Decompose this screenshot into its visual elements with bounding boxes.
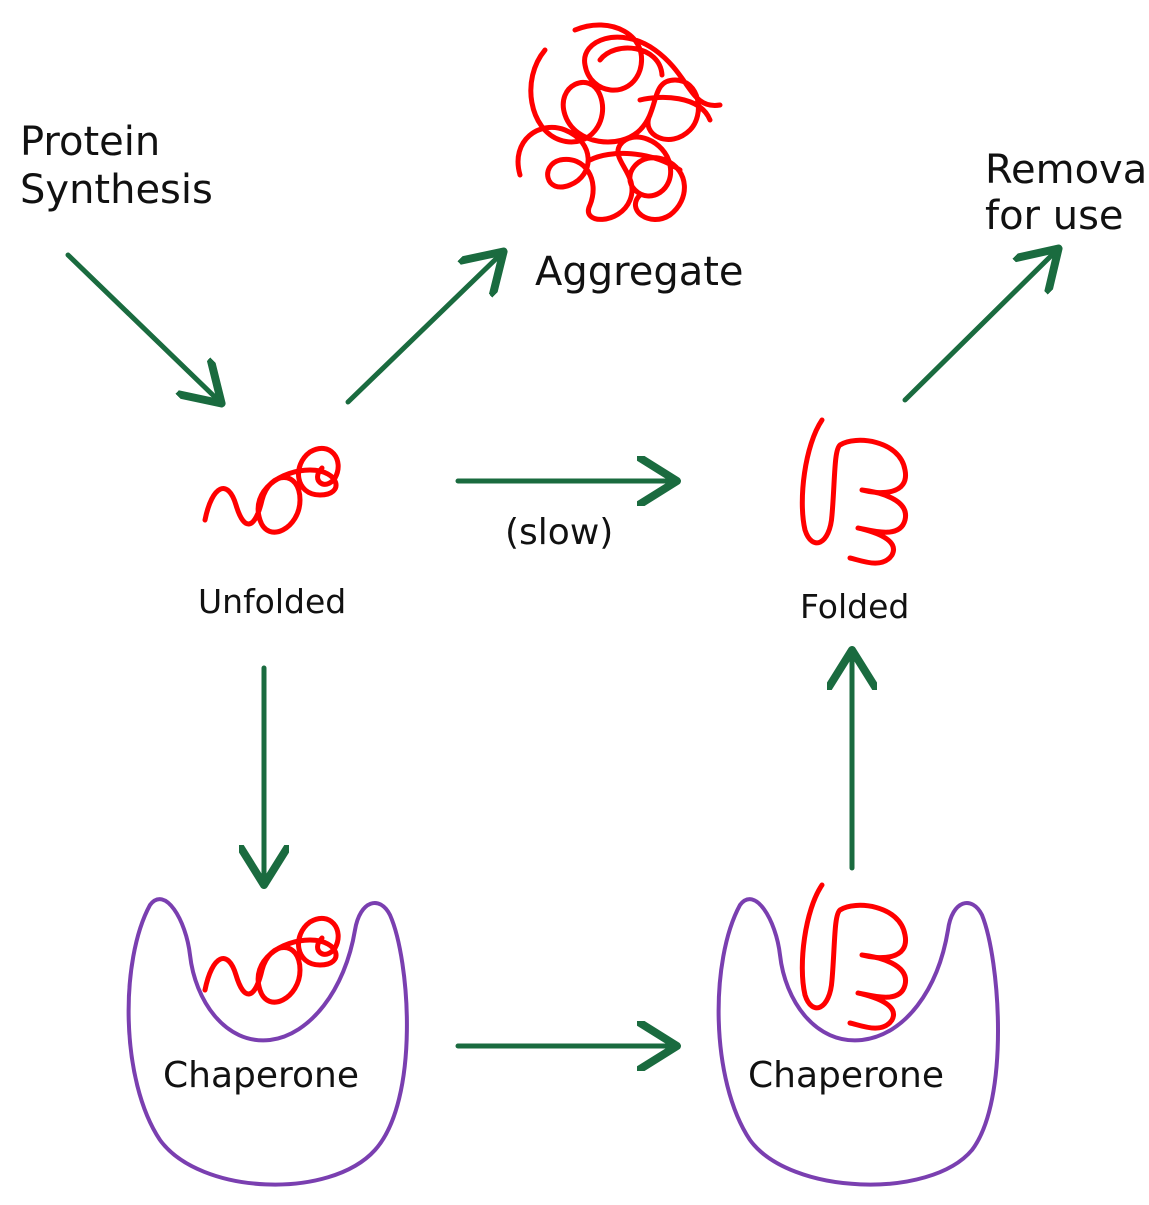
arrow-unfolded-to-aggregate	[345, 255, 500, 405]
chaperone-left-protein-strand	[202, 915, 341, 1005]
unfolded-protein-strand	[202, 445, 341, 535]
label-unfolded: Unfolded	[198, 582, 347, 621]
label-protein-synthesis: Protein Synthesis	[20, 122, 213, 210]
label-removal-for-use: Removal for use	[985, 150, 1149, 236]
label-folded: Folded	[800, 587, 910, 626]
label-removal-line2: for use	[985, 193, 1124, 239]
chaperone-right-protein-strand	[799, 882, 908, 1031]
arrow-synthesis-to-unfolded	[65, 252, 218, 400]
label-protein-synthesis-line2: Synthesis	[20, 167, 213, 213]
label-removal-line1: Removal	[985, 147, 1149, 193]
chaperone-right-shape	[716, 897, 1000, 1187]
label-slow: (slow)	[505, 512, 614, 553]
label-chaperone-right: Chaperone	[748, 1055, 945, 1096]
label-chaperone-left: Chaperone	[163, 1055, 360, 1096]
arrow-folded-to-removal	[902, 252, 1055, 403]
aggregate-protein-tangle	[515, 22, 723, 222]
folded-protein-strand	[799, 417, 908, 566]
label-aggregate: Aggregate	[535, 249, 744, 295]
label-protein-synthesis-line1: Protein	[20, 119, 161, 165]
chaperone-left-shape	[126, 897, 409, 1187]
